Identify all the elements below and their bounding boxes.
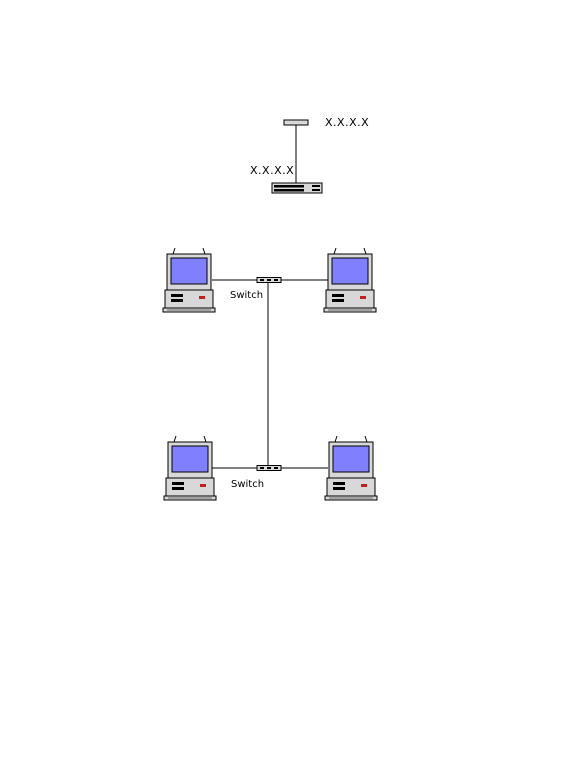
router-icon: [283, 119, 309, 126]
network-device-icon: [271, 182, 323, 194]
switch-icon: [256, 277, 282, 283]
router-ip-label-top: X.X.X.X: [325, 116, 370, 129]
switch-icon: [256, 465, 282, 471]
computer-icon: [324, 435, 378, 501]
computer-icon: [162, 247, 216, 313]
switch-label-top: Switch: [230, 290, 264, 301]
computer-icon: [323, 247, 377, 313]
computer-icon: [163, 435, 217, 501]
router-ip-label-left: X.X.X.X: [250, 164, 295, 177]
switch-label-bottom: Switch: [231, 479, 265, 490]
